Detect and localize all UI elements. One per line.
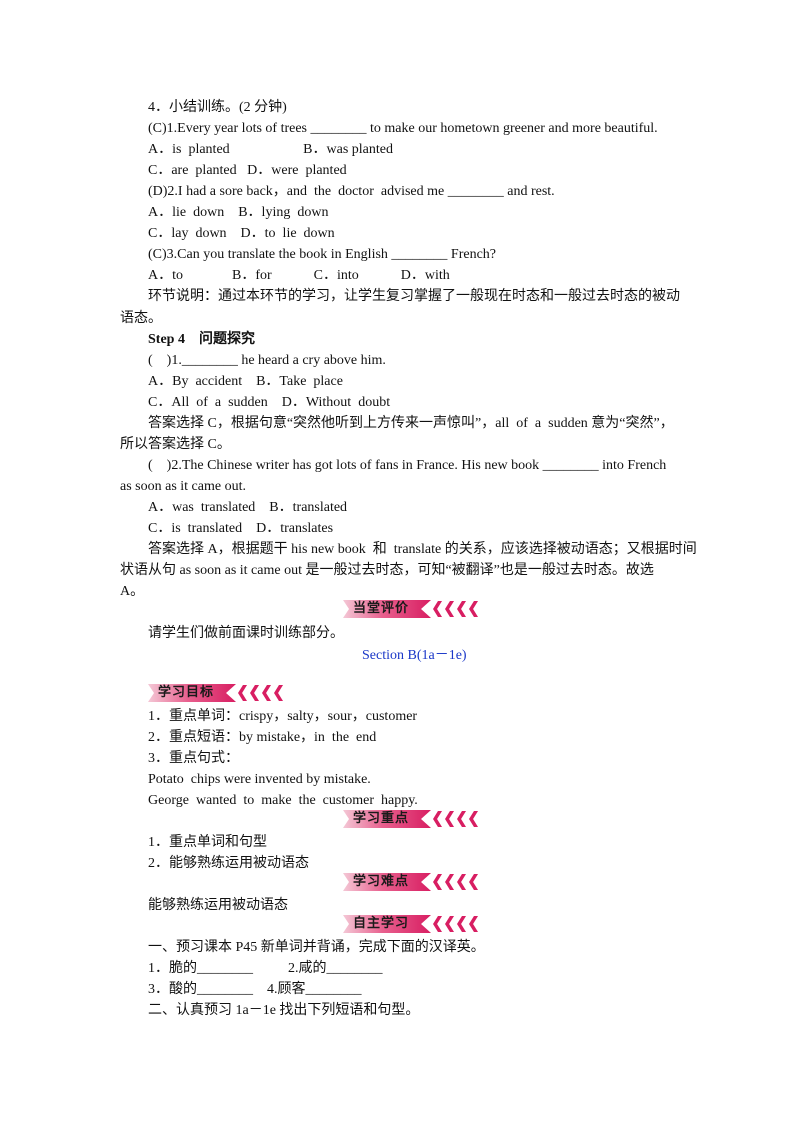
p2-answer-cont: 状语从句 as soon as it came out 是一般过去时态，可知“被… <box>120 563 654 578</box>
ribbon-evaluation-label: 当堂评价 <box>343 600 431 618</box>
sentence-1: Potato chips were invented by mistake. <box>148 772 371 787</box>
q3-options: A．to B．for C．into D．with <box>148 268 450 283</box>
chevrons-icon <box>238 685 286 701</box>
question-3: (C)3.Can you translate the book in Engli… <box>148 247 496 262</box>
question-1: (C)1.Every year lots of trees ________ t… <box>148 121 658 136</box>
chevrons-icon <box>433 601 481 617</box>
chevrons-icon <box>433 811 481 827</box>
ribbon-key-points-label: 学习重点 <box>343 810 431 828</box>
ribbon-self-study: 自主学习 <box>343 914 481 934</box>
problem-2: ( )2.The Chinese writer has got lots of … <box>148 458 667 473</box>
difficulty-text: 能够熟练运用被动语态 <box>148 898 288 913</box>
p1-options-cd: C．All of a sudden D．Without doubt <box>148 395 391 410</box>
q1-options-ab: A．is planted B．was planted <box>148 142 393 157</box>
p2-answer: 答案选择 A，根据题干 his new book 和 translate 的关系… <box>148 542 697 557</box>
q2-options-cd: C．lay down D．to lie down <box>148 226 335 241</box>
p2-answer-end: A。 <box>120 584 145 599</box>
key-point-2: 2．能够熟练运用被动语态 <box>148 856 309 871</box>
section-note: 环节说明：通过本环节的学习，让学生复习掌握了一般现在时态和一般过去时态的被动 <box>148 289 680 304</box>
evaluation-text: 请学生们做前面课时训练部分。 <box>148 626 344 641</box>
objective-words: 1．重点单词：crispy，salty，sour，customer <box>148 709 418 724</box>
p1-options-ab: A．By accident B．Take place <box>148 374 343 389</box>
objective-phrases: 2．重点短语：by mistake，in the end <box>148 730 377 745</box>
section-title: Section B(1a－1e) <box>362 648 467 663</box>
p2-options-ab: A．was translated B．translated <box>148 500 348 515</box>
objective-sentences: 3．重点句式： <box>148 751 239 766</box>
ribbon-objectives: 学习目标 <box>148 683 286 703</box>
preview-task-2: 二、认真预习 1a－1e 找出下列短语和句型。 <box>148 1003 420 1018</box>
preview-task-1: 一、预习课本 P45 新单词并背诵，完成下面的汉译英。 <box>148 940 485 955</box>
ribbon-difficulties: 学习难点 <box>343 872 481 892</box>
ribbon-key-points: 学习重点 <box>343 809 481 829</box>
section-note-cont: 语态。 <box>120 311 162 326</box>
vocab-row-2: 3．酸的________ 4.顾客________ <box>148 982 362 997</box>
problem-2-cont: as soon as it came out. <box>120 479 246 494</box>
ribbon-difficulties-label: 学习难点 <box>343 873 431 891</box>
chevrons-icon <box>433 874 481 890</box>
ribbon-evaluation: 当堂评价 <box>343 599 481 619</box>
p1-answer: 答案选择 C，根据句意“突然他听到上方传来一声惊叫”，all of a sudd… <box>148 416 674 431</box>
p2-options-cd: C．is translated D．translates <box>148 521 334 536</box>
summary-heading: 4．小结训练。(2 分钟) <box>148 100 287 115</box>
question-2: (D)2.I had a sore back，and the doctor ad… <box>148 184 555 199</box>
step4-heading: Step 4 问题探究 <box>148 332 255 347</box>
q1-options-cd: C．are planted D．were planted <box>148 163 347 178</box>
sentence-2: George wanted to make the customer happy… <box>148 793 418 808</box>
ribbon-self-study-label: 自主学习 <box>343 915 431 933</box>
chevrons-icon <box>433 916 481 932</box>
p1-answer-cont: 所以答案选择 C。 <box>120 437 231 452</box>
problem-1: ( )1.________ he heard a cry above him. <box>148 353 386 368</box>
key-point-1: 1．重点单词和句型 <box>148 835 267 850</box>
q2-options-ab: A．lie down B．lying down <box>148 205 329 220</box>
ribbon-objectives-label: 学习目标 <box>148 684 236 702</box>
vocab-row-1: 1．脆的________ 2.咸的________ <box>148 961 383 976</box>
